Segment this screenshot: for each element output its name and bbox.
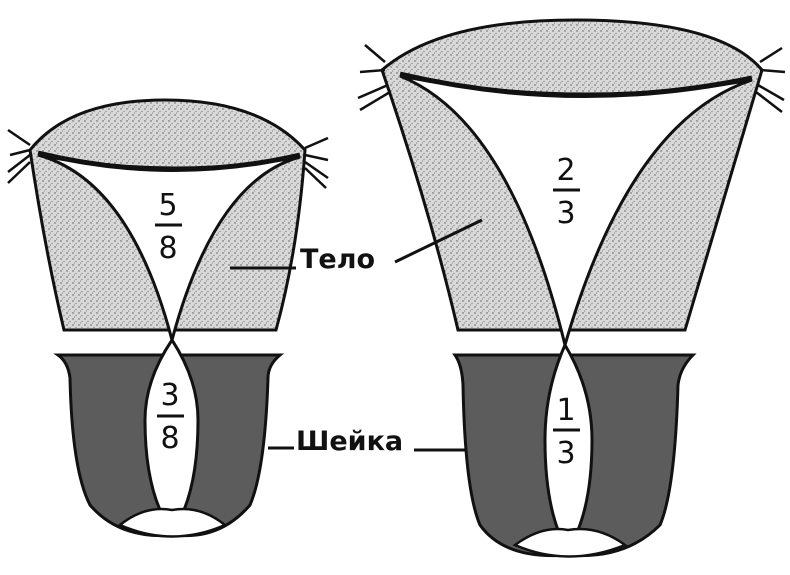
left-uterus-cervix-lip <box>117 507 228 538</box>
left-cervix-fraction-numerator: 3 <box>160 378 179 413</box>
left-uterus: 5 8 3 8 <box>7 98 329 538</box>
right-uterus-cervix-lip <box>512 527 628 558</box>
cervix-label-group: Шейка <box>268 426 465 457</box>
right-cervix-fraction: 1 3 <box>553 393 580 471</box>
left-uterus-fundus-line <box>37 150 301 173</box>
right-cervix-fraction-denominator: 3 <box>556 436 575 471</box>
right-uterus: 2 3 1 3 <box>357 18 786 558</box>
left-body-fraction-denominator: 8 <box>158 231 177 266</box>
left-cervix-fraction: 3 8 <box>157 378 184 456</box>
right-body-fraction-denominator: 3 <box>556 196 575 231</box>
body-leader-right <box>394 218 483 264</box>
body-label: Тело <box>300 244 375 275</box>
left-body-fraction-numerator: 5 <box>158 188 177 223</box>
left-cervix-fraction-denominator: 8 <box>160 421 179 456</box>
body-label-group: Тело <box>230 218 483 275</box>
right-uterus-fundus-line <box>399 71 753 99</box>
left-uterus-tubes <box>7 128 329 189</box>
right-cervix-fraction-numerator: 1 <box>556 393 575 428</box>
left-body-fraction: 5 8 <box>155 188 182 266</box>
right-body-fraction-numerator: 2 <box>556 153 575 188</box>
cervix-label: Шейка <box>296 426 403 457</box>
right-uterus-tubes <box>357 44 786 113</box>
right-body-fraction: 2 3 <box>553 153 580 231</box>
